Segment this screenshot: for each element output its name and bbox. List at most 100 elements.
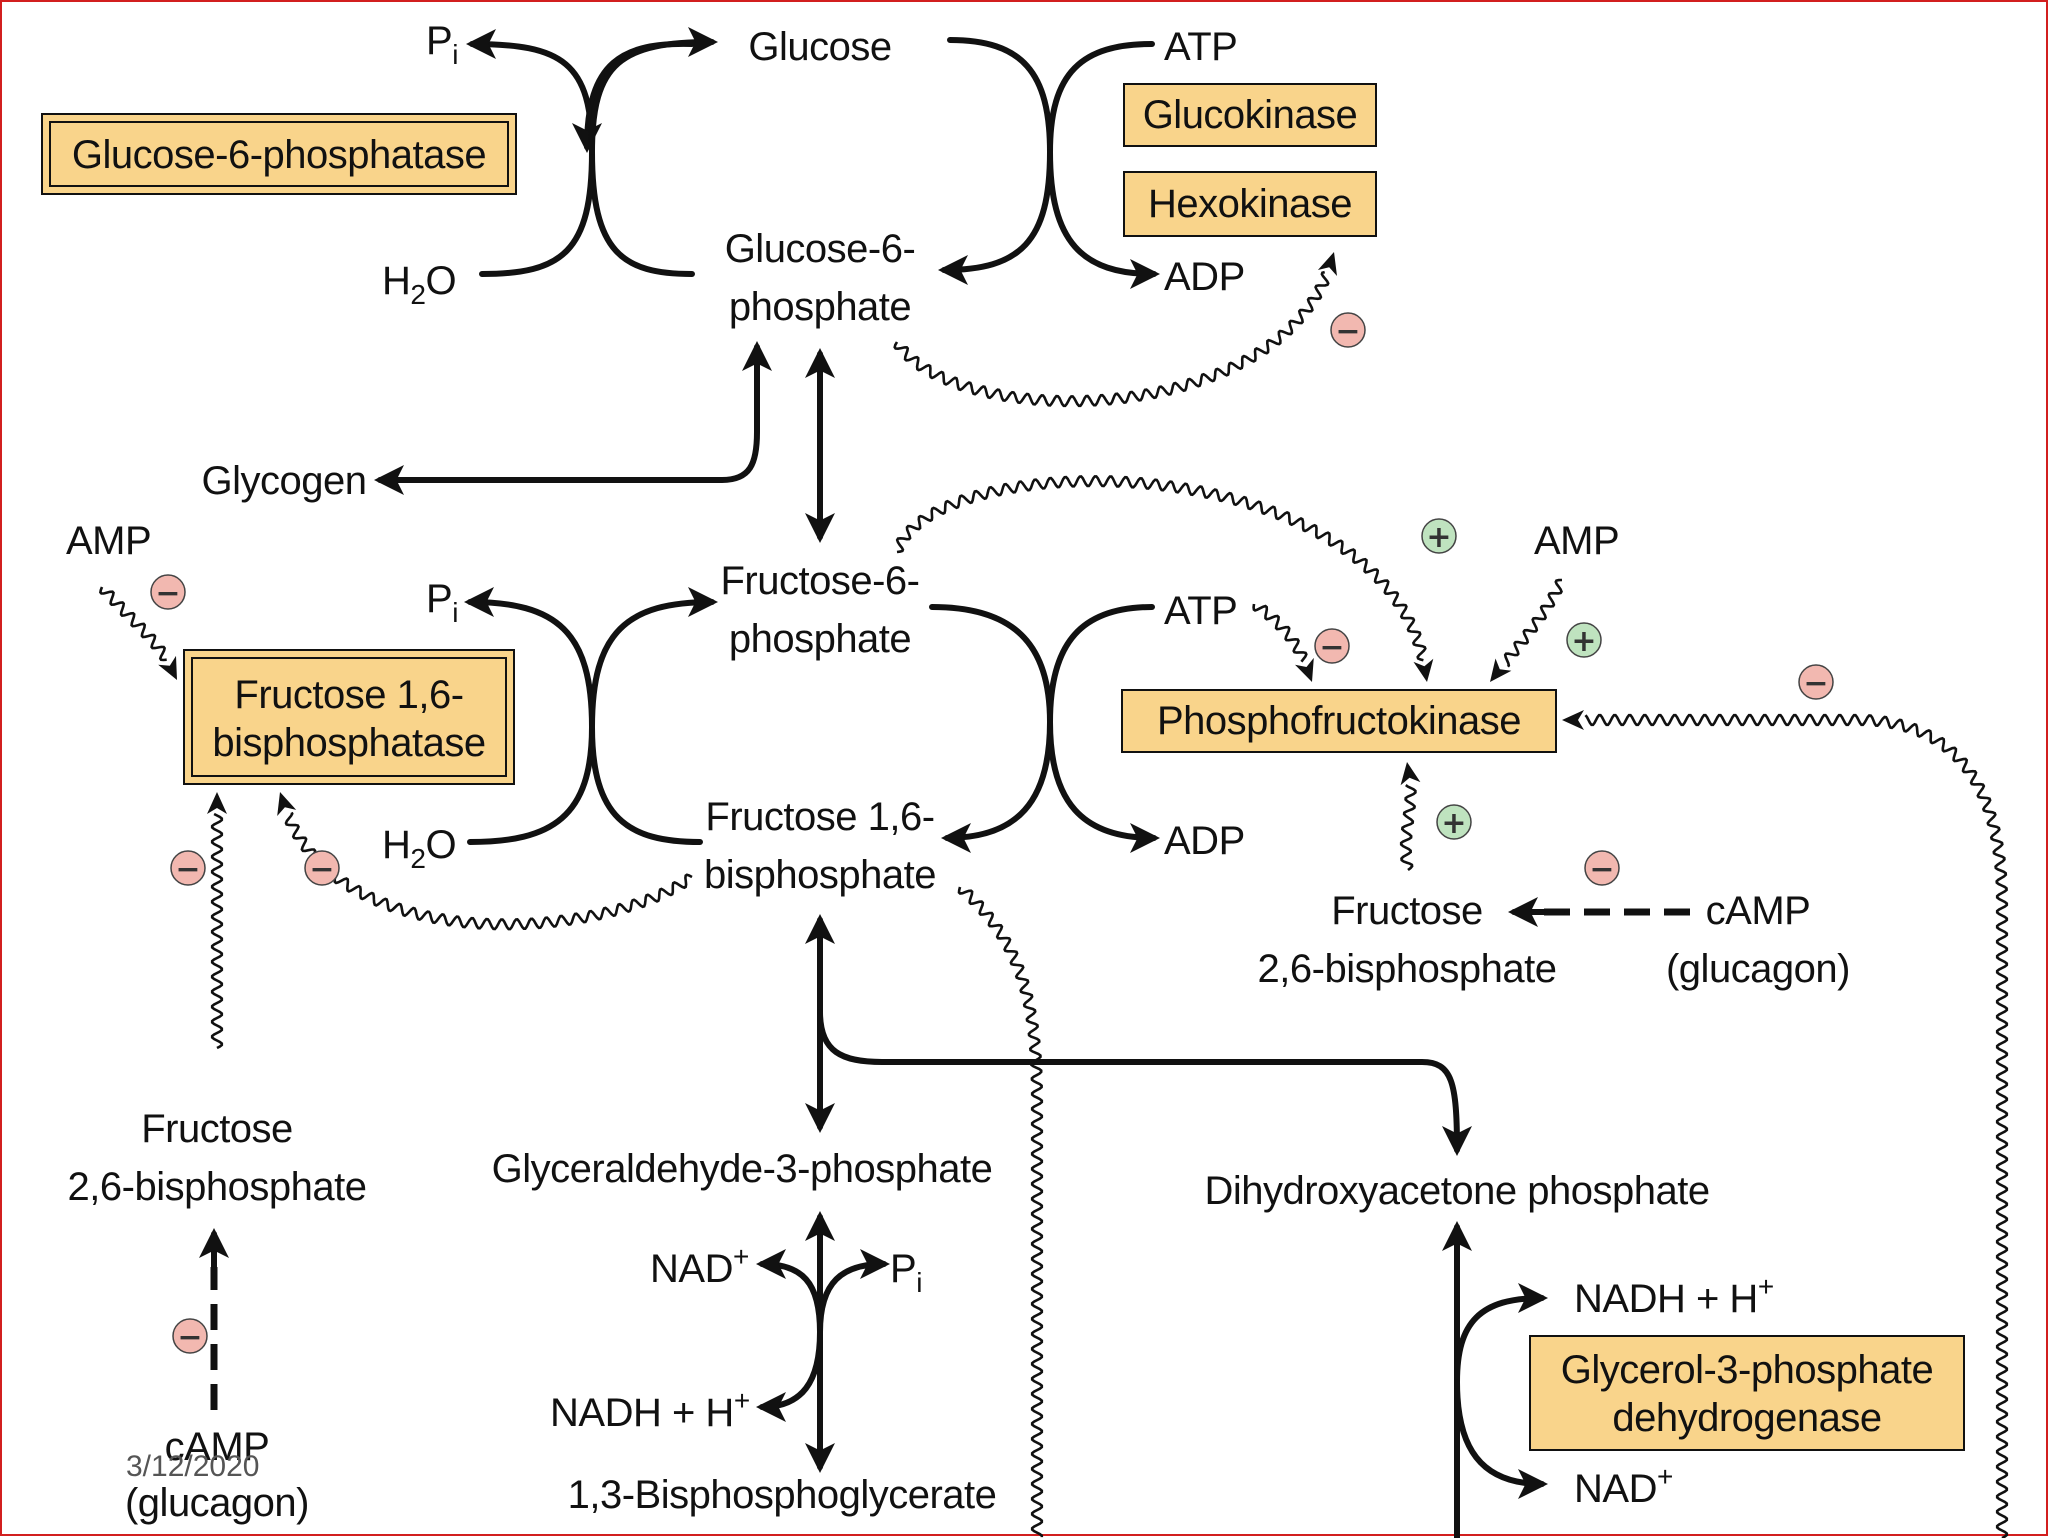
label-f6p-2: phosphate <box>729 617 911 661</box>
activate-sign-pfk-amp: + <box>1566 622 1602 659</box>
enzyme-fructose-bisphosphatase: Fructose 1,6- bisphosphatase <box>183 649 515 785</box>
label-nadh-gap: NADH + H+ <box>550 1385 750 1435</box>
wavy-amp-pfk <box>1503 578 1563 668</box>
inhibit-sign-hexokinase: − <box>1330 312 1366 349</box>
label-adp-top: ADP <box>1164 255 1245 299</box>
arc-pfk-in <box>929 604 1053 725</box>
wavy-g6p-hexokinase <box>893 270 1330 408</box>
label-fbp-1: Fructose 1,6- <box>705 795 934 839</box>
label-amp-left: AMP <box>66 519 151 563</box>
label-glucose: Glucose <box>748 25 891 69</box>
label-f26bp-right-1: Fructose <box>1331 889 1483 933</box>
activate-sign-pfk-f6p: + <box>1421 518 1457 555</box>
wavy-fbp-down <box>957 886 1044 1538</box>
label-h2o-mid: H2O <box>382 823 456 874</box>
arc-adp-mid-out <box>1047 719 1160 853</box>
label-glycogen: Glycogen <box>202 459 367 503</box>
enzyme-hexokinase: Hexokinase <box>1123 171 1377 237</box>
arc-fbp-in <box>589 724 703 845</box>
wavy-atp-pfk-arrowhead <box>1295 657 1314 682</box>
svg-text:−: − <box>309 852 334 887</box>
label-h2o-top: H2O <box>382 259 456 310</box>
inhibit-sign-f26bp-left-camp: − <box>172 1318 208 1355</box>
arc-fbpase-in <box>467 724 595 845</box>
arc-nadh-gap <box>756 1329 823 1422</box>
svg-text:−: − <box>177 1320 202 1355</box>
enzyme-label-g6pase: Glucose-6-phosphatase <box>72 133 486 177</box>
arc-nad-gap <box>756 1249 823 1335</box>
label-g6p-2: phosphate <box>729 285 911 329</box>
arc-f6p-out <box>589 587 718 730</box>
enzyme-label-fbpase-2: bisphosphatase <box>212 721 485 765</box>
enzyme-glucose-6-phosphatase: Glucose-6-phosphatase <box>41 113 517 195</box>
wavy-fbp-fbpase-arrowhead <box>277 792 297 816</box>
label-camp-left-1: cAMP <box>165 1425 270 1469</box>
arc-nad-dhap <box>1454 1379 1548 1499</box>
wavy-f26bp-fbpase-arrowhead <box>207 792 227 814</box>
inhibit-sign-fbpase-fbp: − <box>304 850 340 887</box>
label-amp-right: AMP <box>1534 519 1619 563</box>
svg-text:−: − <box>1803 666 1828 701</box>
inhibit-sign-fbpase-amp: − <box>150 574 186 611</box>
label-f6p-1: Fructose-6- <box>721 559 920 603</box>
label-pi-mid: Pi <box>426 577 458 628</box>
svg-text:−: − <box>175 852 200 887</box>
arc-fbpase-out <box>464 587 595 730</box>
enzyme-label-glucokinase: Glucokinase <box>1143 93 1358 137</box>
enzyme-label-hexokinase: Hexokinase <box>1148 182 1352 226</box>
wavy-amp-fbpase-arrowhead <box>158 655 177 680</box>
activate-sign-pfk-f26bp: + <box>1436 804 1472 841</box>
label-nadh-dhap: NADH + H+ <box>1574 1271 1774 1321</box>
label-f26bp-left-2: 2,6-bisphosphate <box>68 1165 367 1209</box>
wavy-f26bp-pfk <box>1399 784 1417 872</box>
wavy-amp-pfk-arrowhead <box>1490 658 1512 682</box>
label-nad-gap: NAD+ <box>650 1241 749 1291</box>
arc-atp-in <box>1047 41 1155 155</box>
label-camp-left-2: (glucagon) <box>125 1481 309 1525</box>
label-atp-mid: ATP <box>1164 589 1237 633</box>
enzyme-label-pfk: Phosphofructokinase <box>1157 699 1521 743</box>
arc-nadh-dhap <box>1454 1283 1548 1385</box>
arrow-fbp-dhap <box>817 1009 1472 1156</box>
label-f26bp-right-2: 2,6-bisphosphate <box>1258 947 1557 991</box>
svg-text:−: − <box>1319 630 1344 665</box>
arc-g6pase-in <box>479 149 595 277</box>
label-dhap: Dihydroxyacetone phosphate <box>1204 1169 1709 1213</box>
enzyme-phosphofructokinase: Phosphofructokinase <box>1121 689 1557 753</box>
svg-text:−: − <box>155 576 180 611</box>
wavy-f26bp-fbpase <box>210 812 224 1050</box>
svg-text:+: + <box>1571 624 1596 659</box>
label-g6p-1: Glucose-6- <box>725 227 916 271</box>
inhibit-sign-f26bp-camp: − <box>1584 850 1620 887</box>
wavy-f26bp-pfk-arrowhead <box>1400 762 1421 786</box>
label-bpg: 1,3-Bisphosphoglycerate <box>568 1473 997 1517</box>
inhibit-sign-pfk-citrate: − <box>1798 664 1834 701</box>
label-camp-right-1: cAMP <box>1706 889 1811 933</box>
arrow-glucose-to-pi <box>572 40 695 153</box>
wavy-atp-pfk <box>1252 603 1308 663</box>
svg-text:−: − <box>1589 852 1614 887</box>
arc-kinase-in <box>947 37 1053 155</box>
wavy-f6p-pfk <box>895 475 1427 662</box>
arc-adp-out <box>1047 149 1160 289</box>
enzyme-glucokinase: Glucokinase <box>1123 83 1377 147</box>
wavy-citrate-pfk-arrowhead <box>1562 710 1584 730</box>
label-pi-top: Pi <box>426 19 458 70</box>
label-nad-dhap: NAD+ <box>1574 1461 1673 1511</box>
arc-pfk-out <box>941 719 1053 853</box>
label-adp-mid: ADP <box>1164 819 1245 863</box>
label-gap: Glyceraldehyde-3-phosphate <box>492 1147 993 1191</box>
label-pi-gap: Pi <box>890 1247 922 1298</box>
arc-atp-mid-in <box>1047 604 1155 725</box>
enzyme-label-fbpase-1: Fructose 1,6- <box>234 673 463 717</box>
arc-g6pase-out <box>589 27 718 155</box>
enzyme-glycerol-3-phosphate-dehydrogenase: Glycerol-3-phosphate dehydrogenase <box>1529 1335 1965 1451</box>
footer-date: 3/12/2020 <box>126 1450 259 1483</box>
label-camp-right-2: (glucagon) <box>1666 947 1850 991</box>
enzyme-label-g3pdh-2: dehydrogenase <box>1612 1396 1881 1440</box>
label-atp-top: ATP <box>1164 25 1237 69</box>
wavy-f6p-pfk-arrowhead <box>1413 658 1434 682</box>
svg-text:−: − <box>1335 314 1360 349</box>
